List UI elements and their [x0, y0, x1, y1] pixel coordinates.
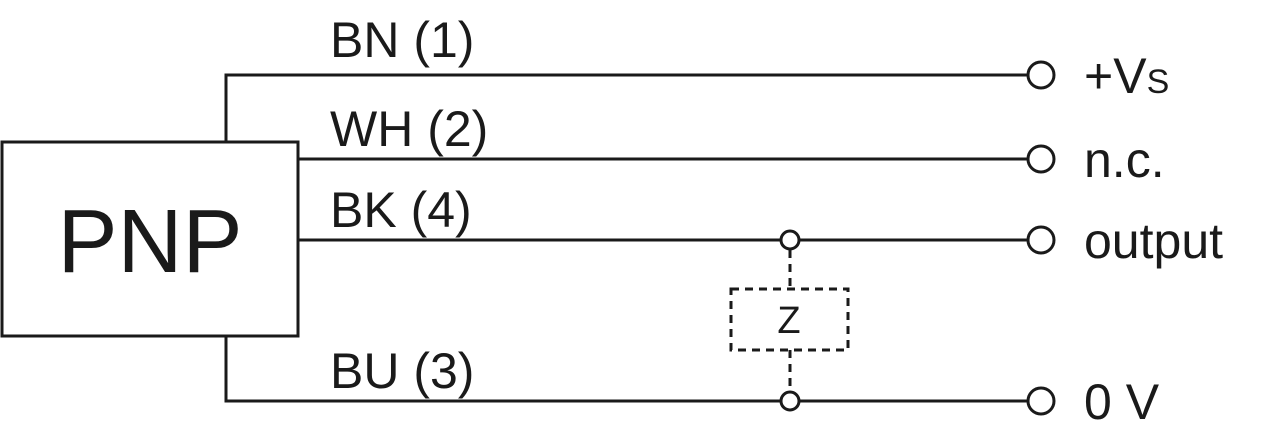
junction-0v — [779, 390, 801, 412]
wire-bn — [224, 73, 1028, 142]
wire-label-bk: BK (4) — [330, 182, 472, 238]
pnp-block-label: PNP — [57, 192, 242, 292]
wire-label-bu: BU (3) — [330, 343, 474, 399]
terminal-label-nc: n.c. — [1084, 132, 1165, 188]
terminal-vs — [1026, 60, 1056, 90]
terminal-nc — [1026, 144, 1056, 174]
terminal-label-0v: 0 V — [1084, 374, 1160, 430]
terminal-0v — [1026, 386, 1056, 416]
wire-label-wh: WH (2) — [330, 101, 488, 157]
terminal-label-output: output — [1084, 213, 1223, 269]
wire-label-bn: BN (1) — [330, 12, 474, 68]
terminal-label-vs: +VS — [1084, 48, 1169, 104]
junction-output — [779, 229, 801, 251]
wire-bu — [224, 336, 1028, 403]
terminal-output — [1026, 225, 1056, 255]
load-z-box — [729, 287, 850, 352]
pnp-block — [0, 140, 300, 338]
load-z-label: Z — [777, 300, 800, 342]
